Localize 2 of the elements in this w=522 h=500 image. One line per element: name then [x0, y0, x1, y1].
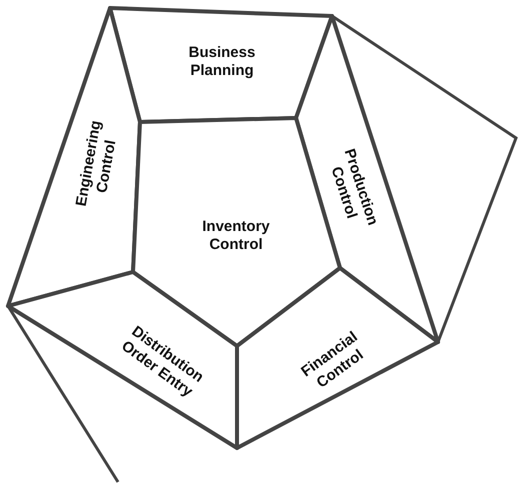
panel-label: Business Planning: [188, 44, 256, 80]
panel-label: Inventory Control: [201, 218, 271, 254]
